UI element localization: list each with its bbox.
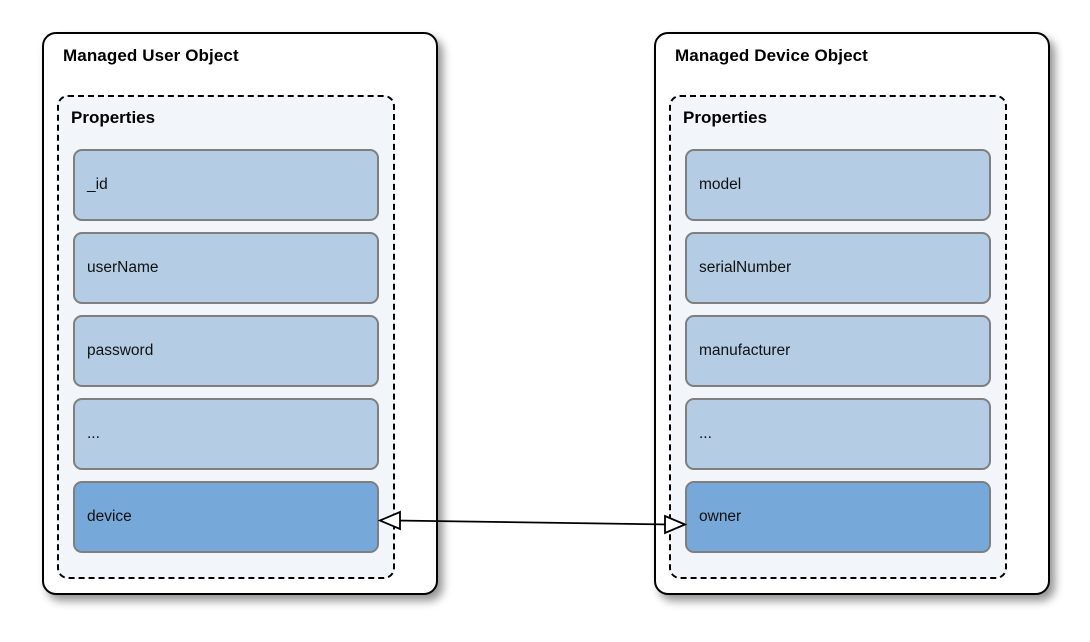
managed-device-properties-compartment: Properties model serialNumber manufactur… [669, 95, 1007, 579]
property-label: owner [699, 508, 742, 525]
managed-user-object-card[interactable]: Managed User Object Properties _id userN… [42, 32, 438, 595]
property-chip-password[interactable]: password [73, 315, 379, 387]
property-chip-ellipsis[interactable]: ... [73, 398, 379, 470]
property-chip-model[interactable]: model [685, 149, 991, 221]
property-chip-serialnumber[interactable]: serialNumber [685, 232, 991, 304]
managed-user-properties-compartment: Properties _id userName password ... dev… [57, 95, 395, 579]
property-label: userName [87, 259, 159, 276]
property-label: model [699, 176, 742, 193]
property-chip-username[interactable]: userName [73, 232, 379, 304]
property-label: serialNumber [699, 259, 792, 276]
managed-device-object-card[interactable]: Managed Device Object Properties model s… [654, 32, 1050, 595]
property-chip-ellipsis[interactable]: ... [685, 398, 991, 470]
managed-device-property-list: model serialNumber manufacturer ... owne… [685, 149, 991, 553]
managed-device-object-title: Managed Device Object [675, 46, 868, 65]
property-chip-id[interactable]: _id [73, 149, 379, 221]
property-label: password [87, 342, 154, 359]
managed-user-property-list: _id userName password ... device [73, 149, 379, 553]
property-chip-owner[interactable]: owner [685, 481, 991, 553]
property-label: manufacturer [699, 342, 791, 359]
property-chip-device[interactable]: device [73, 481, 379, 553]
property-label: ... [87, 425, 100, 442]
managed-device-properties-title: Properties [683, 108, 768, 127]
property-label: device [87, 508, 132, 525]
property-label: ... [699, 425, 712, 442]
managed-user-properties-title: Properties [71, 108, 156, 127]
managed-user-object-title: Managed User Object [63, 46, 239, 65]
property-chip-manufacturer[interactable]: manufacturer [685, 315, 991, 387]
property-label: _id [87, 176, 108, 193]
